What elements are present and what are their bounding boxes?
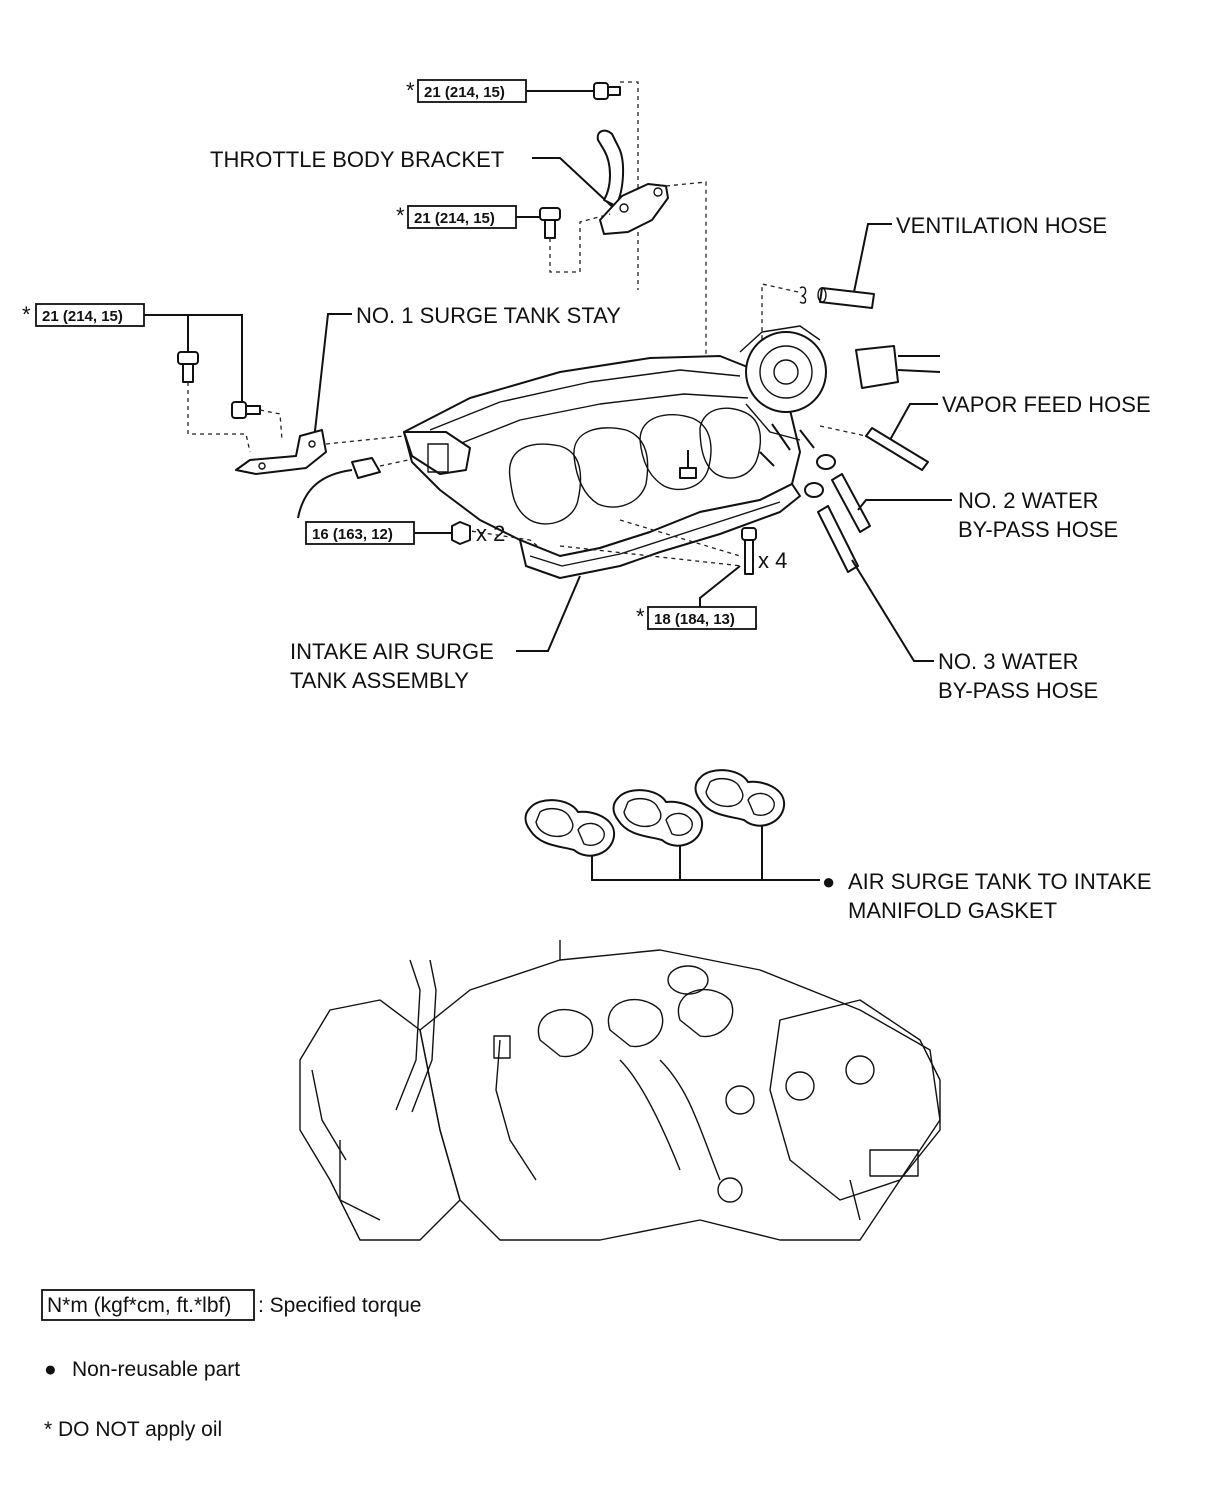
bracket-bolt-icon xyxy=(539,207,561,239)
top-bolt-torque-value: 21 (214, 15) xyxy=(424,84,505,101)
intake-manifold-gaskets: ● AIR SURGE TANK TO INTAKE MANIFOLD GASK… xyxy=(524,769,1152,923)
throttle-body-bracket: THROTTLE BODY BRACKET xyxy=(210,129,707,372)
tank-bolts-torque-box xyxy=(647,606,757,630)
no3-hose-label-line1: NO. 3 WATER xyxy=(938,649,1079,674)
vapor-feed-hose: VAPOR FEED HOSE xyxy=(819,392,1151,471)
top-bolt-callout: * 21 (214, 15) xyxy=(406,78,639,290)
no3-hose-label-line2: BY-PASS HOSE xyxy=(938,678,1098,703)
gasket-label-line1: AIR SURGE TANK TO INTAKE xyxy=(848,869,1152,894)
legend-torque-units: N*m (kgf*cm, ft.*lbf) xyxy=(47,1294,231,1317)
ventilation-hose-label: VENTILATION HOSE xyxy=(896,213,1107,238)
no2-water-bypass-hose xyxy=(831,473,871,533)
stay-bolts-torque-value: 21 (214, 15) xyxy=(42,308,123,325)
stay-bolts-callout: * 21 (214, 15) xyxy=(22,302,283,453)
surge-tank-stay-label: NO. 1 SURGE TANK STAY xyxy=(356,303,621,328)
surge-tank-label-line2: TANK ASSEMBLY xyxy=(290,668,469,693)
throttle-body xyxy=(745,331,827,413)
engine-illustration xyxy=(299,940,941,1241)
gasket-1 xyxy=(524,799,616,857)
bracket-bolt-no-oil-mark: * xyxy=(396,203,405,228)
nuts-quantity: x 2 xyxy=(476,521,505,546)
top-bolt-icon xyxy=(593,82,621,100)
tank-bolts-quantity: x 4 xyxy=(758,548,787,573)
tank-bolts-callout: x 4 * 18 (184, 13) xyxy=(636,527,787,630)
legend-torque-box xyxy=(41,1289,255,1321)
legend: N*m (kgf*cm, ft.*lbf) : Specified torque… xyxy=(41,1289,421,1441)
left-sensor-connector xyxy=(297,457,409,519)
nuts-callout: 16 (163, 12) x 2 xyxy=(305,521,505,546)
throttle-body-bracket-label: THROTTLE BODY BRACKET xyxy=(210,147,504,172)
gasket-2 xyxy=(612,789,704,847)
gasket-label-line2: MANIFOLD GASKET xyxy=(848,898,1057,923)
legend-non-reusable-mark: ● xyxy=(44,1358,57,1381)
gasket-3 xyxy=(694,769,786,827)
no3-water-bypass-hose xyxy=(817,505,859,573)
nuts-torque-value: 16 (163, 12) xyxy=(312,526,393,543)
bracket-bolt-callout: * 21 (214, 15) xyxy=(396,203,611,273)
gasket-non-reusable-mark: ● xyxy=(822,869,835,894)
ventilation-hose: VENTILATION HOSE xyxy=(761,213,1107,350)
legend-torque-description: : Specified torque xyxy=(258,1294,421,1317)
intake-air-surge-tank: INTAKE AIR SURGE TANK ASSEMBLY xyxy=(290,325,941,693)
no2-hose-label-line2: BY-PASS HOSE xyxy=(958,517,1118,542)
tank-bolts-torque-value: 18 (184, 13) xyxy=(654,611,735,628)
tank-bolts-no-oil-mark: * xyxy=(636,604,645,629)
stay-bolts-no-oil-mark: * xyxy=(22,302,31,327)
no2-hose-label-line1: NO. 2 WATER xyxy=(958,488,1099,513)
vapor-feed-hose-label: VAPOR FEED HOSE xyxy=(942,392,1151,417)
nut-icon xyxy=(451,521,471,545)
top-bolt-no-oil-mark: * xyxy=(406,78,415,103)
stay-bolt-icon-1 xyxy=(177,351,199,383)
water-bypass-hoses: NO. 2 WATER BY-PASS HOSE NO. 3 WATER BY-… xyxy=(804,454,1118,703)
stay-bolt-icon-2 xyxy=(231,401,261,419)
legend-no-oil-description: * DO NOT apply oil xyxy=(44,1418,222,1441)
tank-bolt-icon xyxy=(741,527,757,575)
surge-tank-stay: NO. 1 SURGE TANK STAY xyxy=(235,303,621,475)
legend-non-reusable-description: Non-reusable part xyxy=(72,1358,240,1381)
bracket-bolt-torque-value: 21 (214, 15) xyxy=(414,210,495,227)
surge-tank-label-line1: INTAKE AIR SURGE xyxy=(290,639,494,664)
